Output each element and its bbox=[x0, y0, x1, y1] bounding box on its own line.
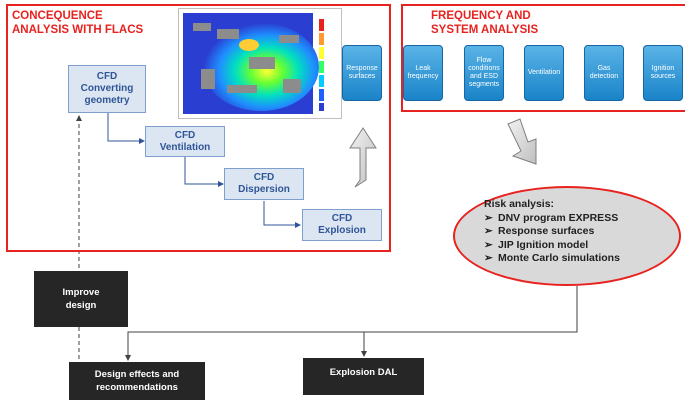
risk-item: ➢ DNV program EXPRESS bbox=[484, 212, 620, 226]
cfd-step-label: Converting bbox=[80, 83, 134, 94]
arrow-bullet-icon: ➢ bbox=[484, 211, 493, 224]
cfd-step-label: Dispersion bbox=[238, 184, 290, 195]
explosion-dal-label: Explosion DAL bbox=[329, 367, 398, 378]
risk-to-outputs-line bbox=[125, 286, 578, 361]
arrow-bullet-icon: ➢ bbox=[484, 225, 493, 237]
gray-arrow-down-right bbox=[507, 118, 537, 165]
frequency-analysis-frame bbox=[401, 4, 685, 112]
cfd-contour-plot bbox=[183, 13, 324, 114]
risk-item-label: Monte Carlo simulations bbox=[498, 252, 620, 264]
arrow-bullet-icon: ➢ bbox=[484, 238, 493, 251]
cfd-simulation-image bbox=[178, 8, 342, 119]
risk-analysis-text: Risk analysis: ➢ DNV program EXPRESS ➢ Res… bbox=[484, 198, 620, 266]
cfd-dispersion-box: CFD Dispersion bbox=[224, 168, 304, 200]
improve-design-label: Improve bbox=[62, 287, 100, 298]
frequency-title: FREQUENCY AND SYSTEM ANALYSIS bbox=[431, 9, 538, 37]
step-label: Flow conditions and ESD segments bbox=[468, 57, 500, 88]
consequence-title-line2: ANALYSIS WITH FLACS bbox=[12, 24, 144, 36]
risk-analysis-title: Risk analysis: bbox=[484, 198, 555, 210]
step-label: Response surfaces bbox=[346, 65, 378, 80]
improve-design-box: Improve design bbox=[34, 271, 128, 327]
arrow-bullet-icon: ➢ bbox=[484, 252, 493, 264]
risk-item-label: Response surfaces bbox=[498, 225, 595, 237]
risk-analysis-ellipse bbox=[453, 186, 681, 286]
improve-design-label: design bbox=[65, 300, 97, 311]
step-response-surfaces: Response surfaces bbox=[342, 45, 382, 101]
risk-item: ➢ Monte Carlo simulations bbox=[484, 252, 620, 266]
step-ignition-sources: Ignition sources bbox=[643, 45, 683, 101]
frequency-title-line1: FREQUENCY AND bbox=[431, 10, 531, 22]
design-effects-label: Design effects and bbox=[94, 369, 180, 380]
cfd-step-label: geometry bbox=[84, 95, 130, 106]
step-label: Leak frequency bbox=[407, 65, 439, 80]
cfd-step-label: CFD bbox=[174, 129, 196, 141]
consequence-title-line1: CONCEQUENCE bbox=[12, 10, 103, 22]
cfd-step-label: Explosion bbox=[318, 225, 366, 236]
cfd-step-label: CFD bbox=[253, 172, 275, 183]
cfd-converting-geometry-box: CFD Converting geometry bbox=[68, 65, 146, 113]
cfd-step-label: Ventilation bbox=[159, 141, 211, 153]
risk-item: ➢ Response surfaces bbox=[484, 225, 620, 239]
step-ventilation: Ventilation bbox=[524, 45, 564, 101]
step-flow-conditions: Flow conditions and ESD segments bbox=[464, 45, 504, 101]
frequency-title-line2: SYSTEM ANALYSIS bbox=[431, 24, 539, 36]
step-leak-frequency: Leak frequency bbox=[403, 45, 443, 101]
risk-item: ➢ JIP Ignition model bbox=[484, 239, 620, 253]
cfd-step-label: CFD bbox=[96, 71, 118, 82]
gray-arrow-up-right bbox=[349, 127, 377, 188]
design-effects-box: Design effects and recommendations bbox=[69, 362, 205, 400]
cfd-ventilation-box: CFD Ventilation bbox=[145, 126, 225, 157]
cfd-connector-3 bbox=[263, 201, 301, 228]
cfd-explosion-box: CFD Explosion bbox=[302, 209, 382, 241]
cfd-connector-2 bbox=[184, 157, 224, 187]
step-label: Ventilation bbox=[527, 69, 561, 76]
cfd-connector-1 bbox=[107, 113, 145, 144]
cfd-step-label: CFD bbox=[331, 213, 353, 224]
step-label: Ignition sources bbox=[650, 65, 676, 80]
step-label: Gas detection bbox=[589, 65, 619, 80]
consequence-analysis-frame bbox=[6, 4, 391, 252]
risk-item-label: JIP Ignition model bbox=[498, 238, 589, 251]
design-effects-label: recommendations bbox=[96, 382, 178, 393]
step-gas-detection: Gas detection bbox=[584, 45, 624, 101]
consequence-title: CONCEQUENCE ANALYSIS WITH FLACS bbox=[12, 9, 143, 37]
risk-item-label: DNV program EXPRESS bbox=[498, 211, 619, 224]
explosion-dal-box: Explosion DAL bbox=[303, 358, 424, 395]
